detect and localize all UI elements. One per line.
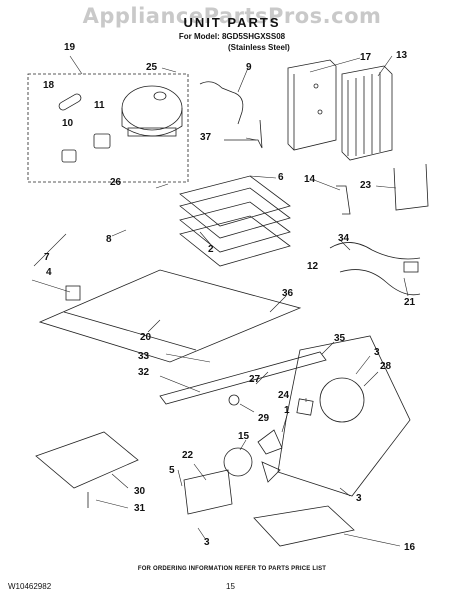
callout-21: 21	[404, 297, 416, 308]
callout-4: 4	[46, 267, 52, 278]
front-strip	[159, 351, 327, 405]
condenser-frame	[287, 59, 337, 151]
motor-bracket	[183, 469, 233, 515]
callout-8: 8	[106, 234, 112, 245]
callout-35: 35	[334, 333, 346, 344]
drain-pan	[253, 505, 355, 547]
callout-5: 5	[169, 465, 175, 476]
callout-3-upper: 3	[374, 347, 380, 358]
defrost-heater	[393, 163, 429, 211]
callout-32: 32	[138, 367, 150, 378]
callout-31: 31	[134, 503, 146, 514]
callout-9: 9	[246, 62, 252, 73]
page-number: 15	[226, 582, 235, 591]
leader-lines	[31, 55, 409, 547]
callout-17: 17	[360, 52, 372, 63]
callout-34: 34	[338, 233, 350, 244]
callout-28: 28	[380, 361, 392, 372]
callout-27: 27	[249, 374, 261, 385]
wiring-harness	[329, 242, 421, 296]
compressor	[121, 85, 183, 137]
callout-13: 13	[396, 50, 408, 61]
callout-22: 22	[182, 450, 194, 461]
callout-24: 24	[278, 390, 290, 401]
evaporator	[179, 175, 291, 267]
start-relay	[61, 149, 77, 163]
capacitor	[58, 93, 82, 111]
suction-tube	[224, 119, 263, 149]
callout-16: 16	[404, 542, 416, 553]
condenser-coil	[341, 65, 393, 161]
fan-motor	[223, 447, 253, 477]
document-id: W10462982	[8, 582, 52, 591]
callout-7: 7	[44, 252, 50, 263]
model-line: For Model: 8GD5SHGXSS08	[178, 32, 286, 41]
callout-26: 26	[110, 177, 122, 188]
callout-11: 11	[94, 100, 105, 111]
overload-relay	[93, 133, 111, 149]
grommet	[228, 394, 240, 406]
compressor-group-box	[27, 73, 189, 183]
callout-10: 10	[62, 118, 74, 129]
callout-33: 33	[138, 351, 150, 362]
callout-18: 18	[43, 80, 55, 91]
machine-compartment-frame	[38, 269, 302, 363]
callout-20: 20	[140, 332, 152, 343]
base-pan	[277, 335, 411, 497]
callout-3-bottom: 3	[204, 537, 210, 548]
callout-12: 12	[307, 261, 319, 272]
fan-blade	[257, 429, 283, 483]
callout-3-right: 3	[356, 493, 362, 504]
callout-6: 6	[278, 172, 284, 183]
variant-line: (Stainless Steel)	[228, 43, 290, 52]
callout-37: 37	[200, 132, 212, 143]
callout-36: 36	[282, 288, 294, 299]
ordering-note: FOR ORDERING INFORMATION REFER TO PARTS …	[137, 566, 327, 572]
callout-1: 1	[284, 405, 290, 416]
callout-14: 14	[304, 174, 316, 185]
callout-29: 29	[258, 413, 270, 424]
heater-clip	[336, 185, 351, 215]
watermark: AppliancePartsPros.com	[82, 4, 382, 28]
tray	[35, 431, 139, 489]
harness-connector	[403, 261, 419, 273]
callout-30: 30	[134, 486, 146, 497]
diagram-title: UNIT PARTS	[183, 15, 281, 30]
callout-19: 19	[64, 42, 76, 53]
thermistor	[296, 398, 314, 416]
callout-2: 2	[208, 244, 214, 255]
discharge-tube	[199, 81, 244, 125]
callout-25: 25	[146, 62, 158, 73]
callout-15: 15	[238, 431, 250, 442]
callout-23: 23	[360, 180, 372, 191]
